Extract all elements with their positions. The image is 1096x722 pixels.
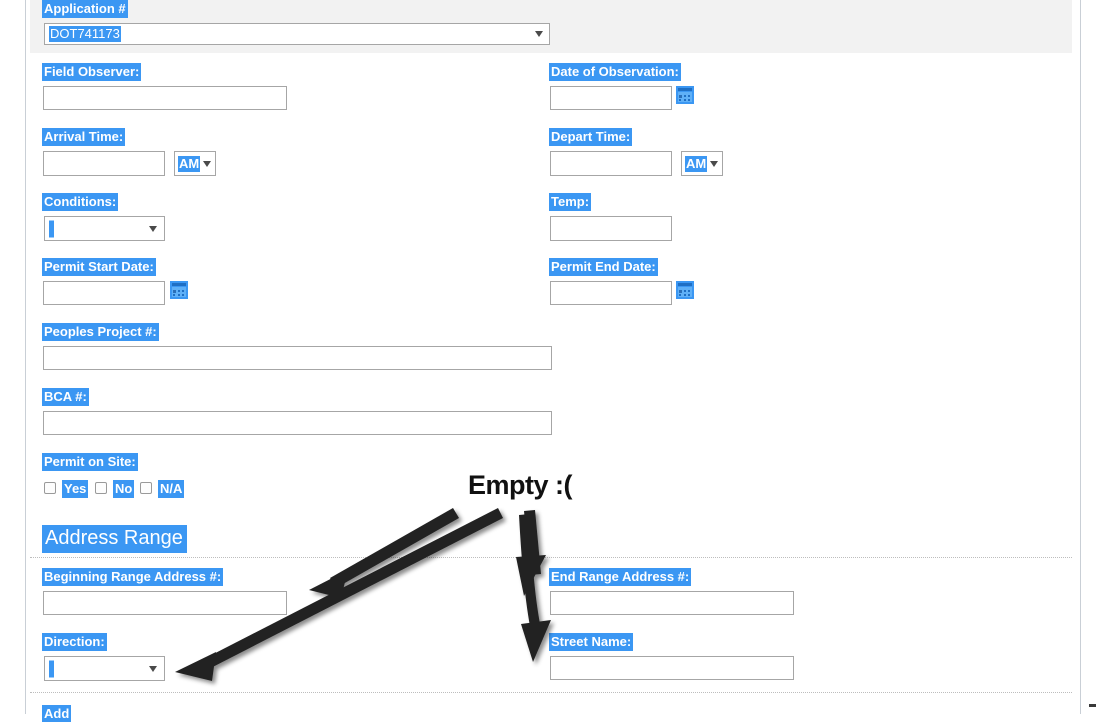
conditions-selected-value xyxy=(49,220,54,237)
temp-label: Temp: xyxy=(549,193,592,211)
arrival-meridiem-value: AM xyxy=(178,155,201,172)
peoples-project-label: Peoples Project #: xyxy=(42,323,159,341)
end-range-address-input[interactable] xyxy=(550,591,794,615)
street-name-label: Street Name: xyxy=(549,633,634,651)
arrival-time-label: Arrival Time: xyxy=(42,128,126,146)
permit-on-site-checkbox-no[interactable] xyxy=(95,482,107,494)
depart-time-input[interactable] xyxy=(550,151,672,176)
page-right-border xyxy=(1080,0,1081,714)
field-observer-input[interactable] xyxy=(43,86,287,110)
beginning-range-address-input[interactable] xyxy=(43,591,287,615)
direction-selected-value xyxy=(49,660,54,677)
date-of-observation-label: Date of Observation: xyxy=(549,63,681,81)
direction-select[interactable] xyxy=(44,656,165,681)
permit-on-site-option-na[interactable]: N/A xyxy=(158,480,185,498)
application-select[interactable]: DOT741173 xyxy=(44,23,550,45)
beginning-range-address-label: Beginning Range Address #: xyxy=(42,568,224,586)
street-name-input[interactable] xyxy=(550,656,794,680)
divider-address-range xyxy=(30,557,1072,558)
arrival-time-input[interactable] xyxy=(43,151,165,176)
depart-time-meridiem-select[interactable]: AM xyxy=(681,151,723,176)
divider-bottom xyxy=(30,692,1072,693)
peoples-project-input[interactable] xyxy=(43,346,552,370)
chevron-down-icon xyxy=(149,225,157,232)
calendar-icon[interactable] xyxy=(676,86,694,104)
chevron-down-icon xyxy=(535,31,543,37)
permit-on-site-checkbox-yes[interactable] xyxy=(44,482,56,494)
field-observer-label: Field Observer: xyxy=(42,63,142,81)
depart-time-label: Depart Time: xyxy=(549,128,633,146)
date-of-observation-input[interactable] xyxy=(550,86,672,110)
arrival-time-meridiem-select[interactable]: AM xyxy=(174,151,216,176)
calendar-icon[interactable] xyxy=(676,281,694,299)
application-label: Application # xyxy=(42,0,128,18)
page-left-border xyxy=(25,0,26,714)
permit-start-date-input[interactable] xyxy=(43,281,165,305)
permit-on-site-option-yes[interactable]: Yes xyxy=(62,480,89,498)
permit-end-date-label: Permit End Date: xyxy=(549,258,658,276)
annotation-text: Empty :( xyxy=(468,470,573,500)
bca-input[interactable] xyxy=(43,411,552,435)
corner-mark xyxy=(1089,704,1096,707)
conditions-select[interactable] xyxy=(44,216,165,241)
bca-label: BCA #: xyxy=(42,388,89,406)
chevron-down-icon xyxy=(203,160,211,167)
permit-on-site-label: Permit on Site: xyxy=(42,453,138,471)
conditions-label: Conditions: xyxy=(42,193,119,211)
application-selected-value: DOT741173 xyxy=(49,26,121,42)
permit-start-date-label: Permit Start Date: xyxy=(42,258,156,276)
address-range-heading: Address Range xyxy=(42,525,187,553)
depart-meridiem-value: AM xyxy=(685,155,708,172)
end-range-address-label: End Range Address #: xyxy=(549,568,692,586)
permit-end-date-input[interactable] xyxy=(550,281,672,305)
chevron-down-icon xyxy=(710,160,718,167)
direction-label: Direction: xyxy=(42,633,107,651)
permit-on-site-checkbox-na[interactable] xyxy=(140,482,152,494)
temp-input[interactable] xyxy=(550,216,672,241)
chevron-down-icon xyxy=(149,665,157,672)
calendar-icon[interactable] xyxy=(170,281,188,299)
permit-on-site-option-no[interactable]: No xyxy=(113,480,135,498)
